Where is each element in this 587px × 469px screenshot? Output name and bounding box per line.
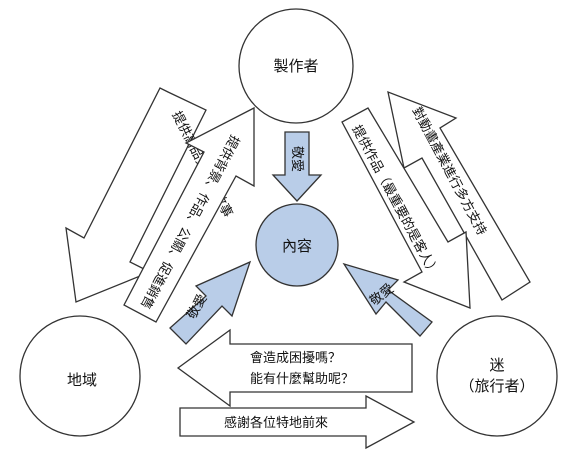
text-question-1: 會造成困擾嗎？ [250,350,341,366]
arrow-shape-story [65,87,207,303]
content-label: 內容 [282,237,312,255]
arrow-region-fans-thanks: 感謝各位特地前來 [179,394,416,450]
arrow-shape-works [341,107,471,309]
text-creator-respect: 敬愛 [289,146,305,172]
arrow-fans-content: 敬愛 [342,262,433,337]
node-content [255,203,339,287]
arrow-shape-thanks [179,394,416,450]
arrow-shape-creator-respect [271,131,323,202]
arrow-shape-fans-respect [342,262,433,337]
creator-label: 製作者 [273,57,318,75]
text-thanks: 感謝各位特地前來 [224,415,328,431]
node-region [19,315,141,437]
region-label: 地域 [67,371,97,389]
arrow-region-content: 敬愛 [169,260,252,345]
node-fans [436,315,558,437]
node-creator [238,8,354,124]
arrow-shape-region-respect [169,260,252,345]
fans-label-line1: 迷 [489,356,504,374]
arrow-shape-industry [387,90,531,301]
arrow-fans-region-question: 會造成困擾嗎？ 能有什麼幫助呢？ [176,328,413,408]
arrow-shape-support [123,106,255,323]
arrow-shape-question [176,328,413,408]
fans-label-line2: （旅行者） [459,377,534,395]
arrow-creator-content: 敬愛 [271,131,323,202]
text-question-2: 能有什麼幫助呢？ [250,371,354,387]
